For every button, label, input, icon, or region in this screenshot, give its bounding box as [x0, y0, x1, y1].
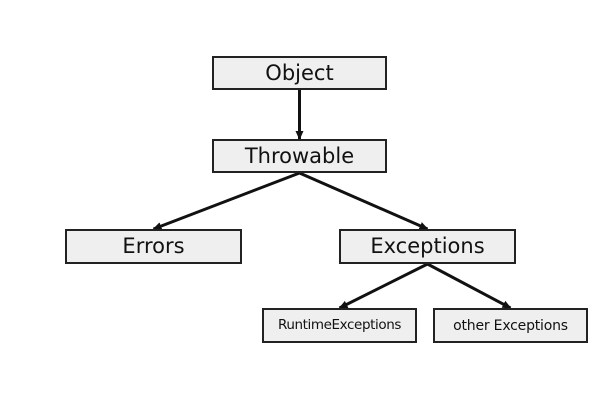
node-other-exceptions-label: other Exceptions [453, 317, 568, 334]
node-object: Object [212, 56, 387, 90]
node-object-label: Object [265, 60, 334, 85]
node-exceptions: Exceptions [339, 229, 516, 264]
edge-exceptions-to-other_exceptions [426, 262, 512, 310]
node-exceptions-label: Exceptions [370, 234, 485, 258]
node-other-exceptions: other Exceptions [433, 308, 588, 343]
edge-throwable-to-exceptions [298, 171, 429, 231]
node-throwable-label: Throwable [244, 143, 355, 168]
node-throwable: Throwable [212, 139, 387, 173]
node-errors: Errors [65, 229, 242, 264]
node-errors-label: Errors [122, 234, 185, 258]
node-runtime-exceptions-label: RuntimeExceptions [277, 316, 402, 333]
node-runtime-exceptions: RuntimeExceptions [262, 308, 417, 343]
edge-exceptions-to-runtime_exceptions [338, 262, 429, 310]
edge-throwable-to-errors [152, 171, 301, 231]
